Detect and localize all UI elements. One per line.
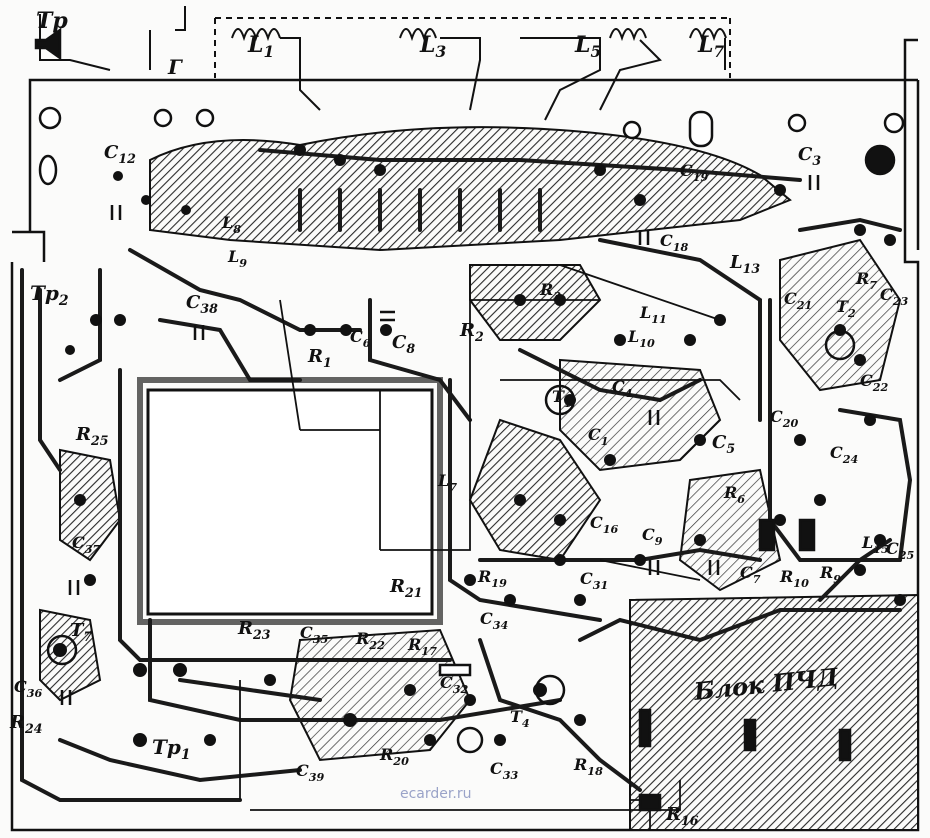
component-label-c5: C5 [712, 432, 735, 456]
component-label-r18: R18 [573, 755, 603, 778]
component-label-c39: C39 [296, 761, 325, 784]
component-label-r24: R24 [9, 712, 43, 736]
component-label-c38: C38 [186, 292, 218, 316]
component-label-r25: R25 [75, 424, 109, 448]
component-label-c1: C1 [588, 425, 609, 448]
component-label-c19: C19 [680, 161, 709, 184]
component-label-c6: C6 [350, 327, 371, 350]
component-label-r3: R3 [539, 280, 561, 303]
copper-areas [39, 126, 919, 831]
component-label-g: Г [167, 55, 183, 79]
component-label-r1: R1 [307, 346, 332, 370]
component-label-c21: C21 [784, 289, 812, 312]
component-label-tp: Тр [36, 8, 68, 34]
component-label-c35: C35 [300, 623, 329, 646]
component-bodies [46, 175, 856, 812]
component-label-r10: R10 [779, 567, 809, 590]
component-label-l11: L11 [639, 303, 667, 326]
component-label-c25: C25 [886, 539, 915, 562]
component-label-c8: C8 [392, 332, 415, 356]
component-label-l7b: L7 [437, 471, 457, 494]
component-label-c7: C7 [740, 563, 761, 586]
component-label-l8: L8 [221, 213, 241, 236]
component-label-r20: R20 [379, 745, 409, 768]
component-label-c32: C32 [440, 673, 469, 696]
component-label-t1: Т1 [552, 387, 572, 410]
component-label-r7: R7 [855, 269, 877, 292]
component-label-c23: C23 [880, 285, 909, 308]
component-label-l9: L9 [227, 247, 247, 270]
component-label-tp2: Тр2 [30, 281, 69, 309]
component-label-c12: C12 [104, 142, 136, 166]
component-label-c18: C18 [660, 231, 689, 254]
component-label-c3: C3 [798, 144, 821, 168]
component-label-c9: C9 [642, 525, 663, 548]
mounting-holes [38, 106, 905, 186]
component-label-r21: R21 [389, 576, 423, 600]
component-label-c33: C33 [490, 759, 519, 782]
component-label-c37: C37 [72, 533, 101, 556]
external-coil-wiring [39, 6, 906, 121]
component-label-tp1: Тр1 [152, 735, 191, 763]
component-label-r9: R9 [819, 563, 841, 586]
component-label-c20: C20 [770, 407, 799, 430]
component-label-r22: R22 [355, 629, 385, 652]
component-label-r16: R16 [665, 804, 699, 828]
component-label-c31: C31 [580, 569, 608, 592]
component-label-t7: Т7 [70, 620, 92, 644]
component-label-c34: C34 [480, 609, 509, 632]
component-label-c24: C24 [830, 443, 859, 466]
component-label-l5: L5 [574, 32, 601, 61]
component-label-r17: R17 [407, 635, 437, 658]
component-label-t4: Т4 [510, 707, 530, 730]
component-label-r2: R2 [459, 320, 484, 344]
component-label-r6: R6 [723, 483, 745, 506]
watermark: ecarder.ru [400, 786, 471, 802]
pcb-traces [20, 148, 913, 802]
component-label-c36: C36 [14, 677, 43, 700]
component-label-l7: L7 [697, 32, 724, 61]
component-label-r19: R19 [477, 567, 507, 590]
component-label-l3: L3 [419, 32, 446, 61]
component-label-l13: L13 [729, 252, 760, 276]
component-label-t2: Т2 [836, 297, 856, 320]
component-label-r23: R23 [237, 618, 271, 642]
component-label-l10: L10 [627, 327, 655, 350]
board-cutout [146, 388, 434, 616]
component-label-l15: L15 [861, 533, 889, 556]
component-label-c22: C22 [860, 371, 889, 394]
component-label-c16: C16 [590, 513, 619, 536]
component-label-l1: L1 [247, 32, 274, 61]
component-label-c4: C4 [612, 377, 633, 400]
speaker-icon [34, 27, 62, 61]
